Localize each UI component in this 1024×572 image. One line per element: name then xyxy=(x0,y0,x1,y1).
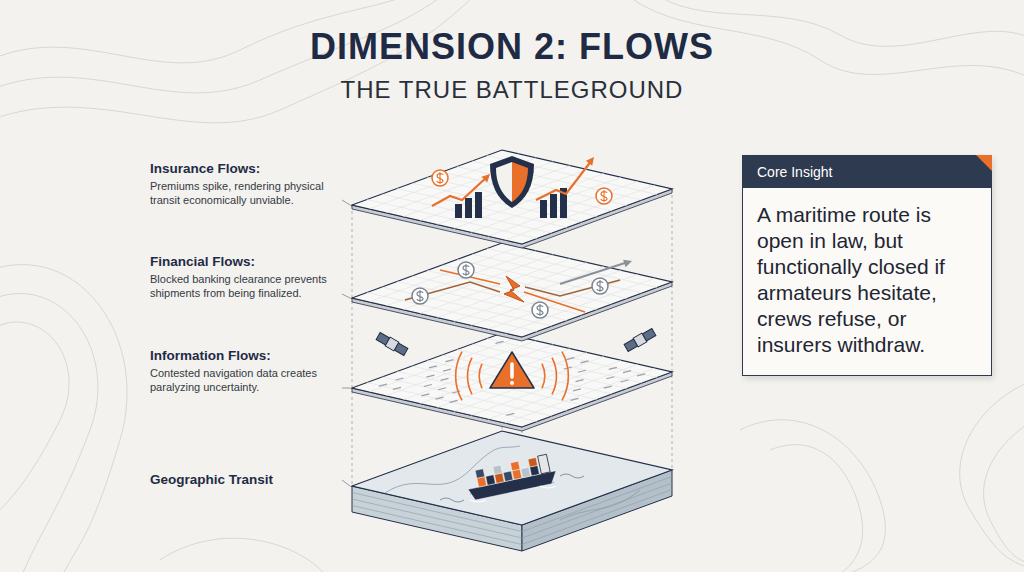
signal-wave xyxy=(479,364,482,389)
bar-icon xyxy=(455,204,462,218)
sea-surface xyxy=(352,431,672,525)
node-body: Contested navigation data creates paraly… xyxy=(150,366,340,394)
data-texture xyxy=(566,358,574,360)
leader-line xyxy=(342,388,350,389)
plate-grid xyxy=(397,189,567,228)
data-texture xyxy=(623,371,631,373)
coin-icon xyxy=(592,278,608,294)
plate-grid xyxy=(427,271,597,310)
data-texture xyxy=(379,384,387,386)
strata-line xyxy=(352,490,672,545)
bar-icon xyxy=(540,200,547,218)
plate-grid xyxy=(437,263,587,318)
node-heading: Insurance Flows: xyxy=(150,160,340,177)
coin-icon xyxy=(412,288,428,304)
data-texture xyxy=(426,375,434,377)
plate-grid xyxy=(505,278,655,333)
wave xyxy=(440,498,464,502)
plate-grid xyxy=(437,353,587,408)
data-texture xyxy=(436,397,444,399)
flow-plate xyxy=(352,243,672,337)
data-texture xyxy=(496,341,504,343)
node-heading: Core Insight xyxy=(743,156,991,188)
plate-grid xyxy=(457,260,627,299)
coast-contour xyxy=(560,490,640,520)
node-body: Premiums spike, rendering physical trans… xyxy=(150,179,340,207)
data-texture xyxy=(429,366,437,368)
data-texture xyxy=(421,394,429,396)
data-texture xyxy=(424,385,432,387)
data-texture xyxy=(443,369,451,371)
signal-wave xyxy=(468,358,472,395)
data-texture xyxy=(506,413,514,415)
data-texture xyxy=(573,389,581,391)
data-texture xyxy=(621,380,629,382)
node-heading: Information Flows: xyxy=(150,347,340,364)
signal-wave xyxy=(542,364,545,389)
flow-plate xyxy=(352,150,672,244)
layer-label: Insurance Flows: Premiums spike, renderin… xyxy=(150,160,340,207)
node-body: Blocked banking clearance prevents shipm… xyxy=(150,272,340,300)
guide-line xyxy=(352,205,353,486)
satellite-icon xyxy=(376,332,409,357)
leader-line xyxy=(342,200,350,205)
shield-icon xyxy=(490,156,534,208)
warning-icon xyxy=(490,352,534,388)
wake xyxy=(470,486,556,502)
layer-label: Information Flows: Contested navigation d… xyxy=(150,347,340,394)
data-texture xyxy=(441,378,449,380)
plate-grid xyxy=(505,185,655,240)
signal-wave xyxy=(552,358,556,395)
layer-label: Financial Flows: Blocked banking clearanc… xyxy=(150,253,340,300)
bar-icon xyxy=(465,198,472,218)
data-texture xyxy=(581,361,589,363)
leader-line xyxy=(342,480,350,486)
container-ship xyxy=(464,453,558,501)
coin-icon xyxy=(532,302,548,318)
data-texture xyxy=(637,374,645,376)
corner-accent xyxy=(976,155,992,171)
node-body: A maritime route is open in law, but fun… xyxy=(743,188,991,374)
data-texture xyxy=(609,367,617,369)
bar-icon xyxy=(475,192,482,218)
insight-panel: Core InsightA maritime route is open in … xyxy=(742,155,992,376)
plate-grid xyxy=(457,350,627,389)
bar-icon xyxy=(550,194,557,218)
data-texture xyxy=(604,386,612,388)
diagram-title: DIMENSION 2: FLOWS xyxy=(0,26,1024,68)
wave xyxy=(560,474,584,478)
signal-wave xyxy=(562,352,568,401)
plate-grid xyxy=(488,364,638,419)
plate-grid xyxy=(442,265,612,304)
data-texture xyxy=(606,377,614,379)
data-texture xyxy=(571,398,579,400)
node-heading: Geographic Transit xyxy=(150,471,340,488)
node-heading: Financial Flows: xyxy=(150,253,340,270)
plate-grid xyxy=(472,254,642,293)
data-texture xyxy=(393,387,401,389)
guide-line xyxy=(672,189,673,470)
leader-line xyxy=(342,294,350,298)
flow-plate xyxy=(352,333,672,427)
arrow-head xyxy=(623,257,633,267)
coin-icon xyxy=(458,262,474,278)
satellite-icon xyxy=(624,328,657,353)
plate-grid xyxy=(471,270,621,325)
arrow-head xyxy=(586,155,597,166)
coin-icon xyxy=(432,170,448,186)
data-texture xyxy=(578,370,586,372)
data-texture xyxy=(396,378,404,380)
lightning-icon xyxy=(504,276,524,302)
data-texture xyxy=(438,388,446,390)
plate-grid xyxy=(457,167,627,206)
data-texture xyxy=(576,380,584,382)
signal-wave xyxy=(456,352,462,401)
subtitle: THE TRUE BATTLEGROUND xyxy=(0,76,1024,104)
plate-grid xyxy=(382,194,552,233)
trend-arrow xyxy=(536,160,592,200)
layer-label: Geographic Transit xyxy=(150,471,340,488)
coin-icon xyxy=(596,188,612,204)
data-texture xyxy=(446,360,454,362)
data-texture xyxy=(450,400,458,402)
